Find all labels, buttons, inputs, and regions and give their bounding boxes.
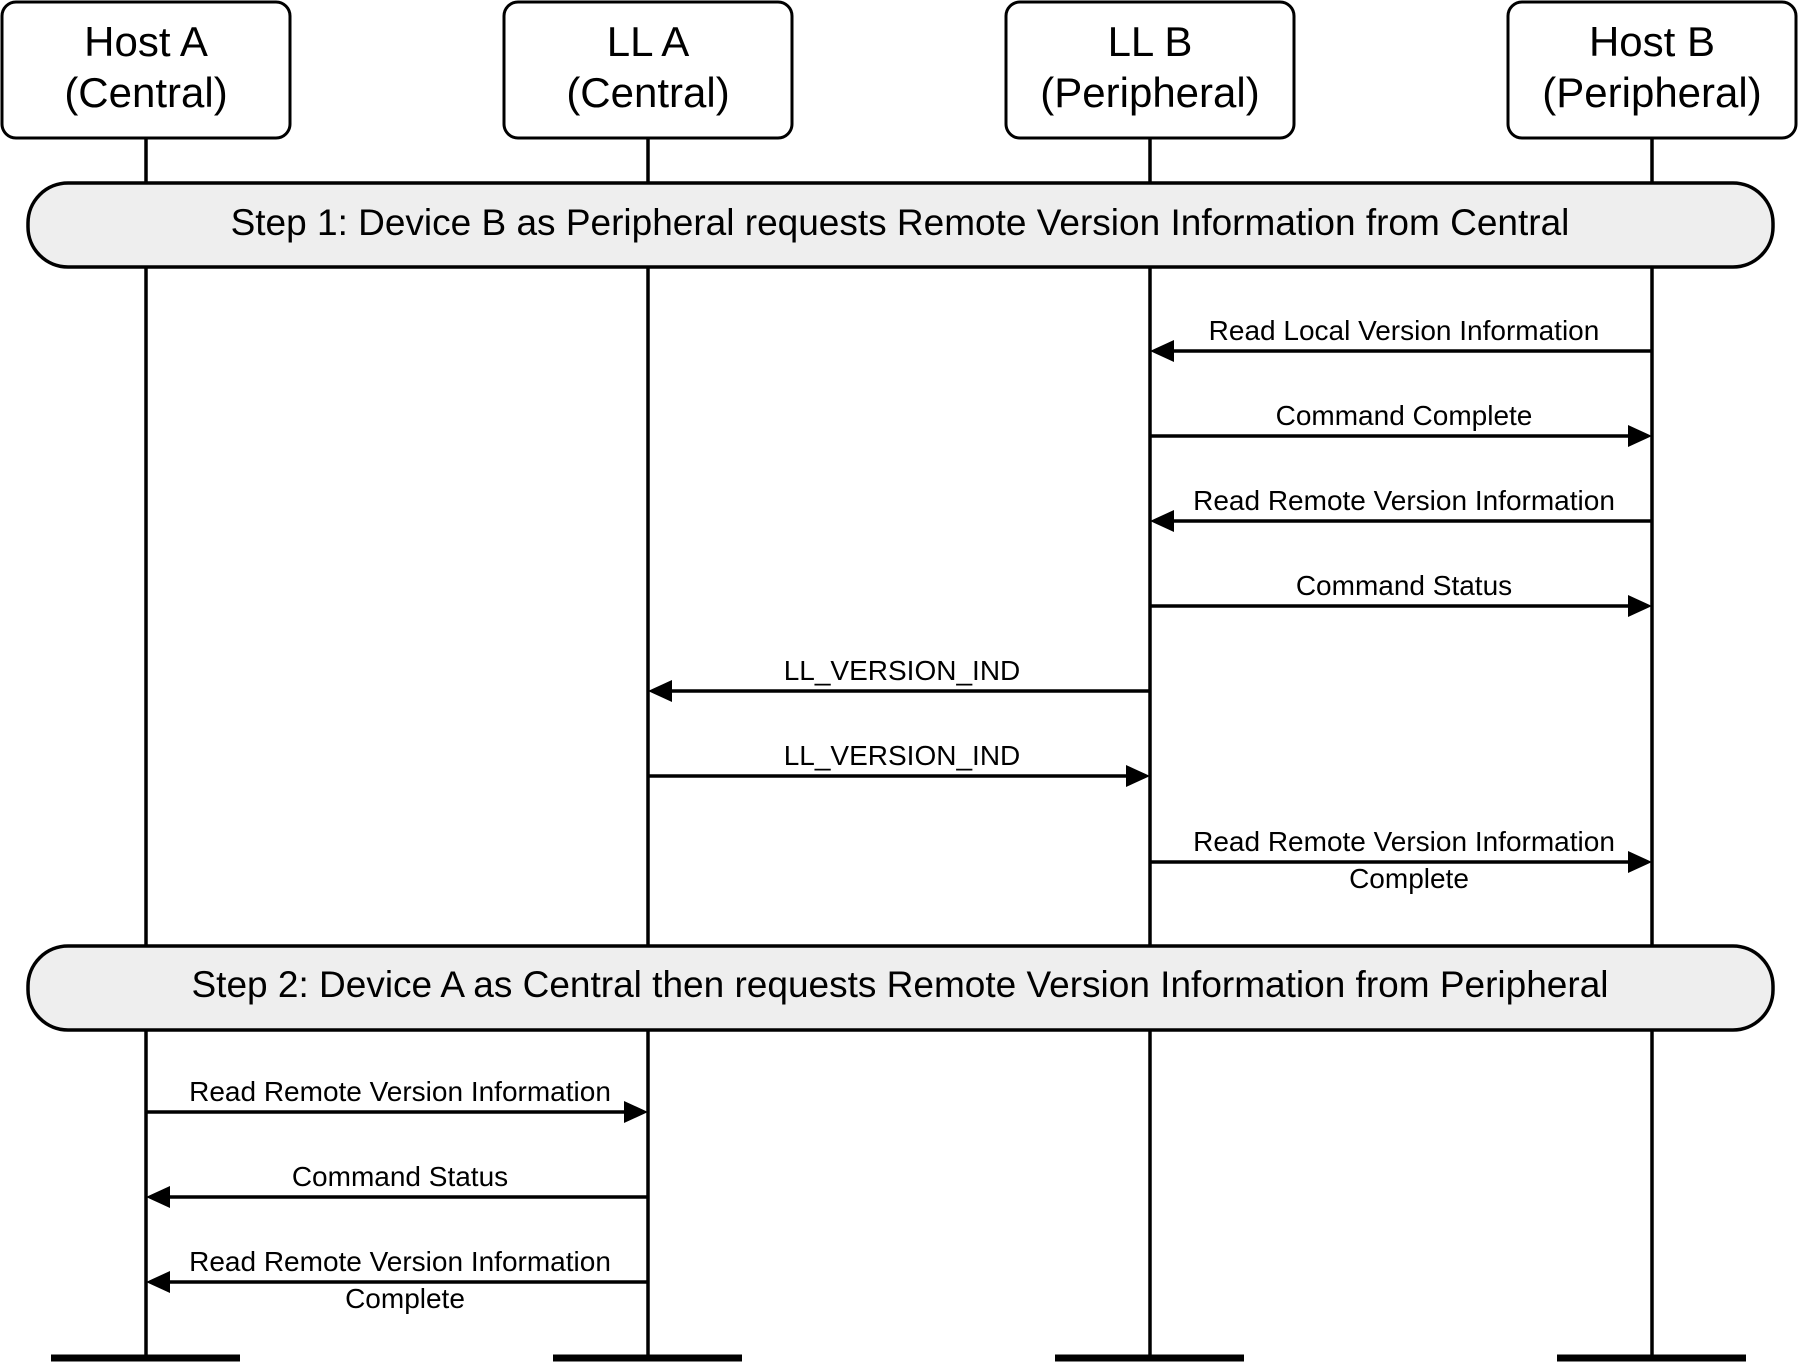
message-label: LL_VERSION_IND bbox=[784, 740, 1021, 771]
message-label: Read Remote Version Information bbox=[1193, 826, 1615, 857]
message-label: Read Remote Version Information bbox=[1193, 485, 1615, 516]
message: LL_VERSION_IND bbox=[648, 740, 1150, 787]
participant-host-b: Host B (Peripheral) bbox=[1506, 0, 1798, 140]
message: LL_VERSION_IND bbox=[648, 655, 1150, 702]
message: Read Remote Version Information bbox=[146, 1076, 648, 1123]
message: Command Complete bbox=[1150, 400, 1652, 447]
message: Read Local Version Information bbox=[1150, 315, 1652, 362]
message-label: Command Status bbox=[292, 1161, 508, 1192]
participant-ll-a: LL A (Central) bbox=[502, 0, 794, 140]
message: Command Status bbox=[1150, 570, 1652, 617]
message-label-continued: Complete bbox=[1349, 863, 1469, 894]
participant-name: Host A bbox=[84, 18, 208, 65]
message-arrowhead bbox=[146, 1271, 170, 1293]
participant-role: (Peripheral) bbox=[1542, 69, 1761, 116]
participant-name: Host B bbox=[1589, 18, 1715, 65]
message-arrowhead bbox=[1628, 425, 1652, 447]
message-label: Read Local Version Information bbox=[1209, 315, 1600, 346]
participant-host-a: Host A (Central) bbox=[0, 0, 292, 140]
message-label: Command Complete bbox=[1276, 400, 1533, 431]
message: Read Remote Version Information bbox=[1150, 485, 1652, 532]
message-arrowhead bbox=[1628, 851, 1652, 873]
message-arrowhead bbox=[146, 1186, 170, 1208]
message-label: Read Remote Version Information bbox=[189, 1076, 611, 1107]
message-arrowhead bbox=[1150, 340, 1174, 362]
message: Command Status bbox=[146, 1161, 648, 1208]
message-label: Command Status bbox=[1296, 570, 1512, 601]
message-arrowhead bbox=[1628, 595, 1652, 617]
participant-name: LL B bbox=[1108, 18, 1193, 65]
message-label-continued: Complete bbox=[345, 1283, 465, 1314]
message-arrowhead bbox=[1126, 765, 1150, 787]
participant-role: (Central) bbox=[566, 69, 729, 116]
participant-role: (Peripheral) bbox=[1040, 69, 1259, 116]
message-arrowhead bbox=[1150, 510, 1174, 532]
step-banner-1: Step 1: Device B as Peripheral requests … bbox=[26, 181, 1775, 269]
step-banner-2: Step 2: Device A as Central then request… bbox=[26, 944, 1775, 1032]
message-arrowhead bbox=[648, 680, 672, 702]
message-label: Read Remote Version Information bbox=[189, 1246, 611, 1277]
step-label: Step 1: Device B as Peripheral requests … bbox=[231, 202, 1570, 243]
message-label: LL_VERSION_IND bbox=[784, 655, 1021, 686]
step-label: Step 2: Device A as Central then request… bbox=[191, 964, 1608, 1005]
participant-role: (Central) bbox=[64, 69, 227, 116]
participant-ll-b: LL B (Peripheral) bbox=[1004, 0, 1296, 140]
participant-name: LL A bbox=[607, 18, 690, 65]
message-arrowhead bbox=[624, 1101, 648, 1123]
